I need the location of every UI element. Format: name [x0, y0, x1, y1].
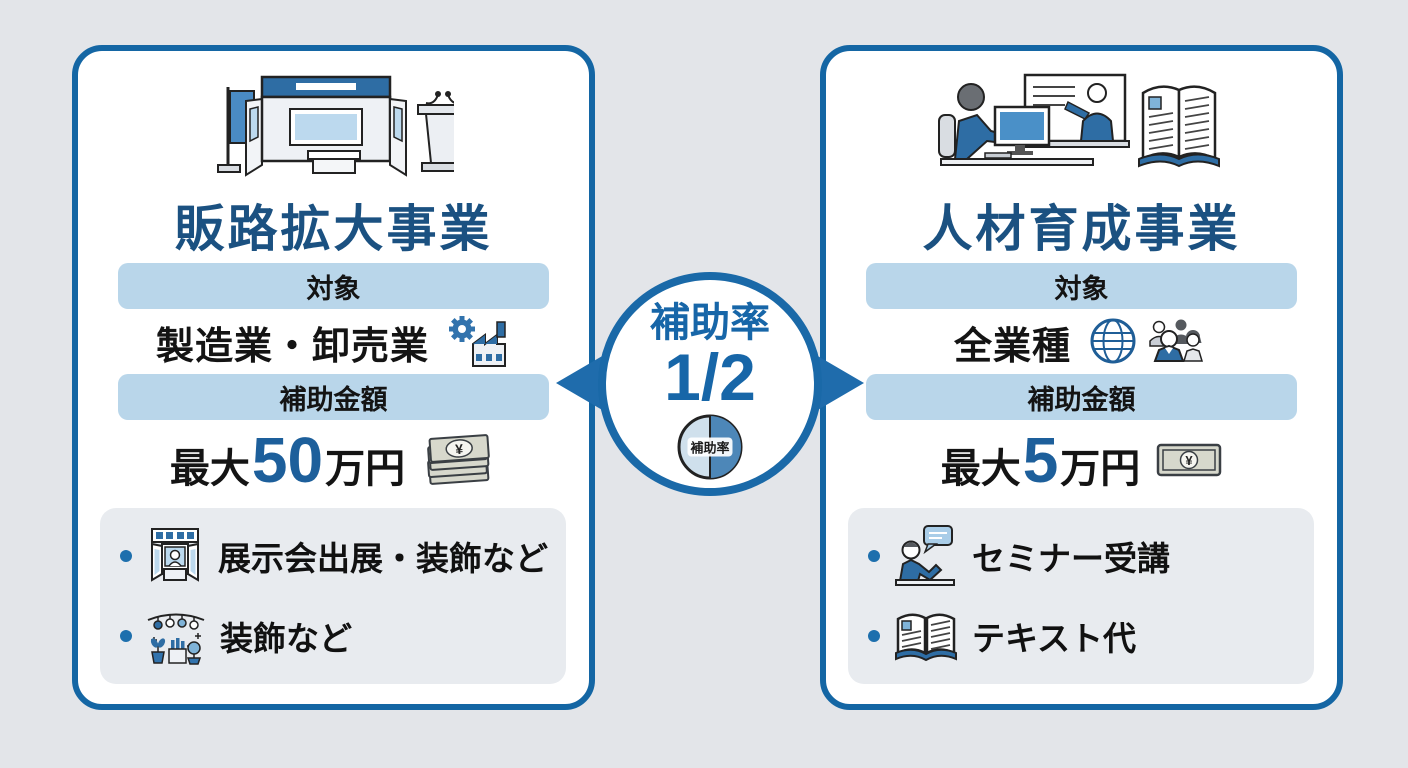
right-panel-title: 人材育成事業 [922, 201, 1241, 257]
subsidy-rate-value: 1/2 [664, 340, 756, 414]
open-textbook-icon [894, 607, 958, 665]
list-item: 装飾など [120, 600, 566, 672]
left-amount-row: 最大50万円 ¥ [78, 423, 589, 497]
bullet-dot [868, 630, 880, 642]
bullet-dot [120, 630, 132, 642]
left-amount-value: 最大50万円 [169, 424, 406, 496]
svg-text:¥: ¥ [455, 441, 464, 458]
right-target-band: 対象 [866, 263, 1297, 309]
right-amount-row: 最大5万円 ¥ [826, 423, 1337, 497]
left-target-band: 対象 [118, 263, 549, 309]
list-item: セミナー受講 [868, 520, 1314, 592]
globe-people-icon [1087, 313, 1209, 371]
list-item: テキスト代 [868, 600, 1314, 672]
exhibition-booth-icon [146, 527, 204, 585]
decoration-plants-lights-icon [146, 606, 206, 666]
right-target-value: 全業種 [953, 325, 1071, 368]
banknote-icon: ¥ [1156, 440, 1222, 480]
left-items-box: 展示会出展・装飾など [100, 508, 566, 684]
bullet-dot [120, 550, 132, 562]
left-panel-title: 販路拡大事業 [174, 201, 493, 257]
list-item-label: 展示会出展・装飾など [218, 540, 548, 577]
bullet-dot [868, 550, 880, 562]
list-item: 展示会出展・装飾など [120, 520, 566, 592]
money-stack-icon: ¥ [421, 430, 497, 490]
subsidy-rate-label: 補助率 [650, 301, 770, 345]
right-target-row: 全業種 [826, 313, 1337, 371]
right-amount-band: 補助金額 [866, 374, 1297, 420]
panel-sales-expansion: 販路拡大事業 対象 製造業・卸売業 [72, 45, 595, 710]
list-item-label: 装飾など [220, 620, 352, 657]
right-items-box: セミナー受講 テキスト代 [848, 508, 1314, 684]
left-target-value: 製造業・卸売業 [155, 325, 429, 368]
left-amount-band: 補助金額 [118, 374, 549, 420]
list-item-label: テキスト代 [972, 620, 1137, 657]
exhibition-booth-banner-podium-icon [78, 73, 589, 185]
svg-text:¥: ¥ [1186, 453, 1194, 468]
online-training-and-textbook-icon [826, 73, 1337, 185]
subsidy-rate-circle: 補助率 1/2 補助率 [598, 272, 822, 496]
seminar-speaker-icon [894, 524, 958, 588]
list-item-label: セミナー受講 [972, 540, 1170, 577]
half-pie-icon: 補助率 [675, 412, 745, 482]
panel-hr-development: 人材育成事業 対象 全業種 [820, 45, 1343, 710]
left-target-row: 製造業・卸売業 [78, 313, 589, 371]
right-amount-value: 最大5万円 [940, 424, 1141, 496]
pie-label: 補助率 [687, 437, 733, 457]
gear-factory-icon [445, 314, 511, 370]
